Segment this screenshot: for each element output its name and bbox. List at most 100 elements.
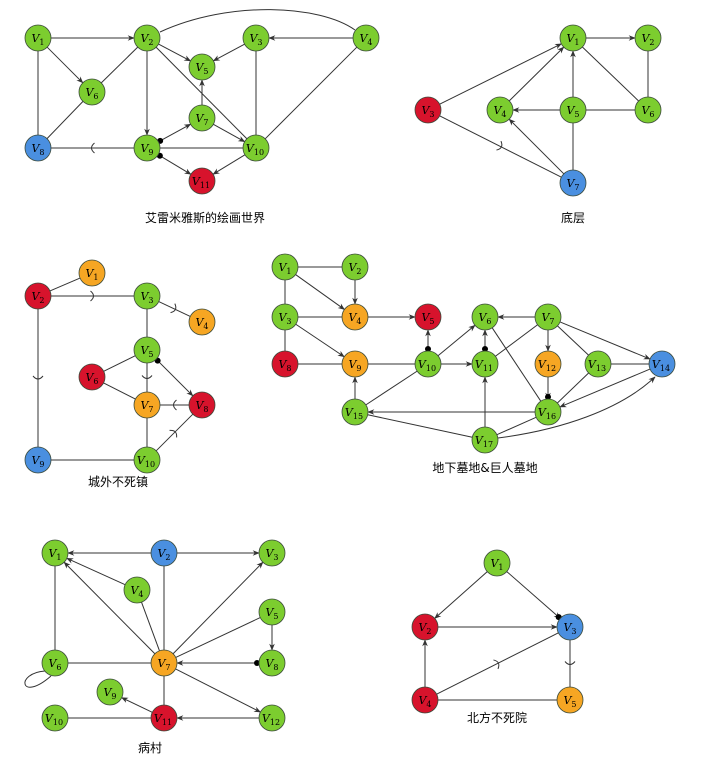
node-label: V4 <box>359 32 372 47</box>
node-circle <box>24 24 52 52</box>
node-g6-v3: V3 <box>556 613 584 641</box>
edges <box>37 9 358 175</box>
node-g2-v5: V5 <box>559 96 587 124</box>
node-g3-v1: V1 <box>78 259 106 287</box>
edge-v17-v15 <box>367 414 473 438</box>
node-g6-v4: V4 <box>411 686 439 714</box>
node-g5-v8: V8 <box>258 649 286 677</box>
edge-v4-v10 <box>264 46 358 140</box>
node-label: V9 <box>140 142 153 157</box>
node-label: V17 <box>475 434 493 449</box>
node-g4-v15: V15 <box>341 398 369 426</box>
node-circle <box>634 24 662 52</box>
node-g4-v7: V7 <box>534 303 562 331</box>
node-g4-v12: V12 <box>534 350 562 378</box>
node-circle <box>258 649 286 677</box>
edge-v7-v5 <box>175 617 261 658</box>
node-circle <box>556 686 584 714</box>
node-label: V11 <box>475 358 493 373</box>
node-circle <box>78 259 106 287</box>
oneway-mark <box>32 375 44 380</box>
edge-v7-v4 <box>508 118 565 175</box>
node-label: V6 <box>48 657 61 672</box>
edge-v2-v6 <box>100 46 139 84</box>
node-label: V10 <box>45 712 63 727</box>
oneway-mark <box>173 399 177 411</box>
node-g5-v3: V3 <box>258 539 286 567</box>
node-g1-v6: V6 <box>78 78 106 106</box>
edge-v5-v6 <box>103 355 136 372</box>
edge-v2-v4 <box>159 9 356 33</box>
node-g6-v2: V2 <box>411 613 439 641</box>
node-label: V5 <box>421 311 434 326</box>
node-circle <box>78 363 106 391</box>
node-circle <box>41 704 69 732</box>
node-circle <box>486 96 514 124</box>
graph-caption: 北方不死院 <box>467 710 527 725</box>
node-label: V4 <box>195 316 208 331</box>
edge-v7-v1 <box>63 561 156 655</box>
edge-v9-v7 <box>158 123 192 143</box>
node-circle <box>133 24 161 52</box>
edge-v4-v1 <box>508 46 565 102</box>
node-label: V1 <box>566 32 579 47</box>
node-circle <box>414 96 442 124</box>
node-circle <box>271 303 299 331</box>
edge-v7-v11 <box>495 324 538 357</box>
node-label: V7 <box>195 112 208 127</box>
edge-v1-v6 <box>46 46 84 84</box>
node-g3-v10: V10 <box>133 446 161 474</box>
locked-door-dot <box>254 660 260 666</box>
locked-door-dot <box>482 346 488 352</box>
node-g3-v7: V7 <box>133 391 161 419</box>
edge-v11-v9 <box>121 697 153 713</box>
oneway-mark <box>493 659 500 670</box>
node-circle <box>559 96 587 124</box>
node-g2-v2: V2 <box>634 24 662 52</box>
node-g2-v7: V7 <box>559 169 587 197</box>
node-circle <box>96 678 124 706</box>
node-g2-v3: V3 <box>414 96 442 124</box>
locked-door-dot <box>425 346 431 352</box>
node-g2-v1: V1 <box>559 24 587 52</box>
edge-v5-v8 <box>155 358 194 397</box>
node-g4-v17: V17 <box>471 426 499 454</box>
node-circle <box>258 598 286 626</box>
edge-v9-v11 <box>157 154 192 175</box>
edge-v1-v2 <box>434 571 488 619</box>
node-label: V5 <box>563 694 576 709</box>
node-circle <box>471 350 499 378</box>
oneway-mark <box>141 375 153 379</box>
edge-v10-v8 <box>155 413 194 452</box>
node-label: V3 <box>140 290 153 305</box>
node-g1-v5: V5 <box>188 53 216 81</box>
node-label: V8 <box>278 358 291 373</box>
node-g4-v9: V9 <box>341 350 369 378</box>
node-label: V9 <box>348 358 361 373</box>
oneway-mark <box>496 140 503 151</box>
node-label: V1 <box>490 557 503 572</box>
node-g1-v10: V10 <box>242 134 270 162</box>
node-label: V3 <box>278 311 291 326</box>
edge-v3-v9 <box>295 323 345 358</box>
node-g5-v12: V12 <box>258 704 286 732</box>
node-g1-v9: V9 <box>133 134 161 162</box>
node-label: V4 <box>130 584 143 599</box>
node-circle <box>258 704 286 732</box>
edge-v17-v14 <box>497 376 656 439</box>
edge-v4-v7 <box>141 602 160 651</box>
node-g2-v6: V6 <box>634 96 662 124</box>
edge-v1-v4 <box>295 274 345 310</box>
node-circle <box>188 167 216 195</box>
graph-caption: 城外不死镇 <box>88 475 148 489</box>
node-g5-v9: V9 <box>96 678 124 706</box>
node-label: V5 <box>265 606 278 621</box>
edge-v2-v5 <box>158 43 192 62</box>
node-g4-v16: V16 <box>534 398 562 426</box>
node-label: V8 <box>265 657 278 672</box>
